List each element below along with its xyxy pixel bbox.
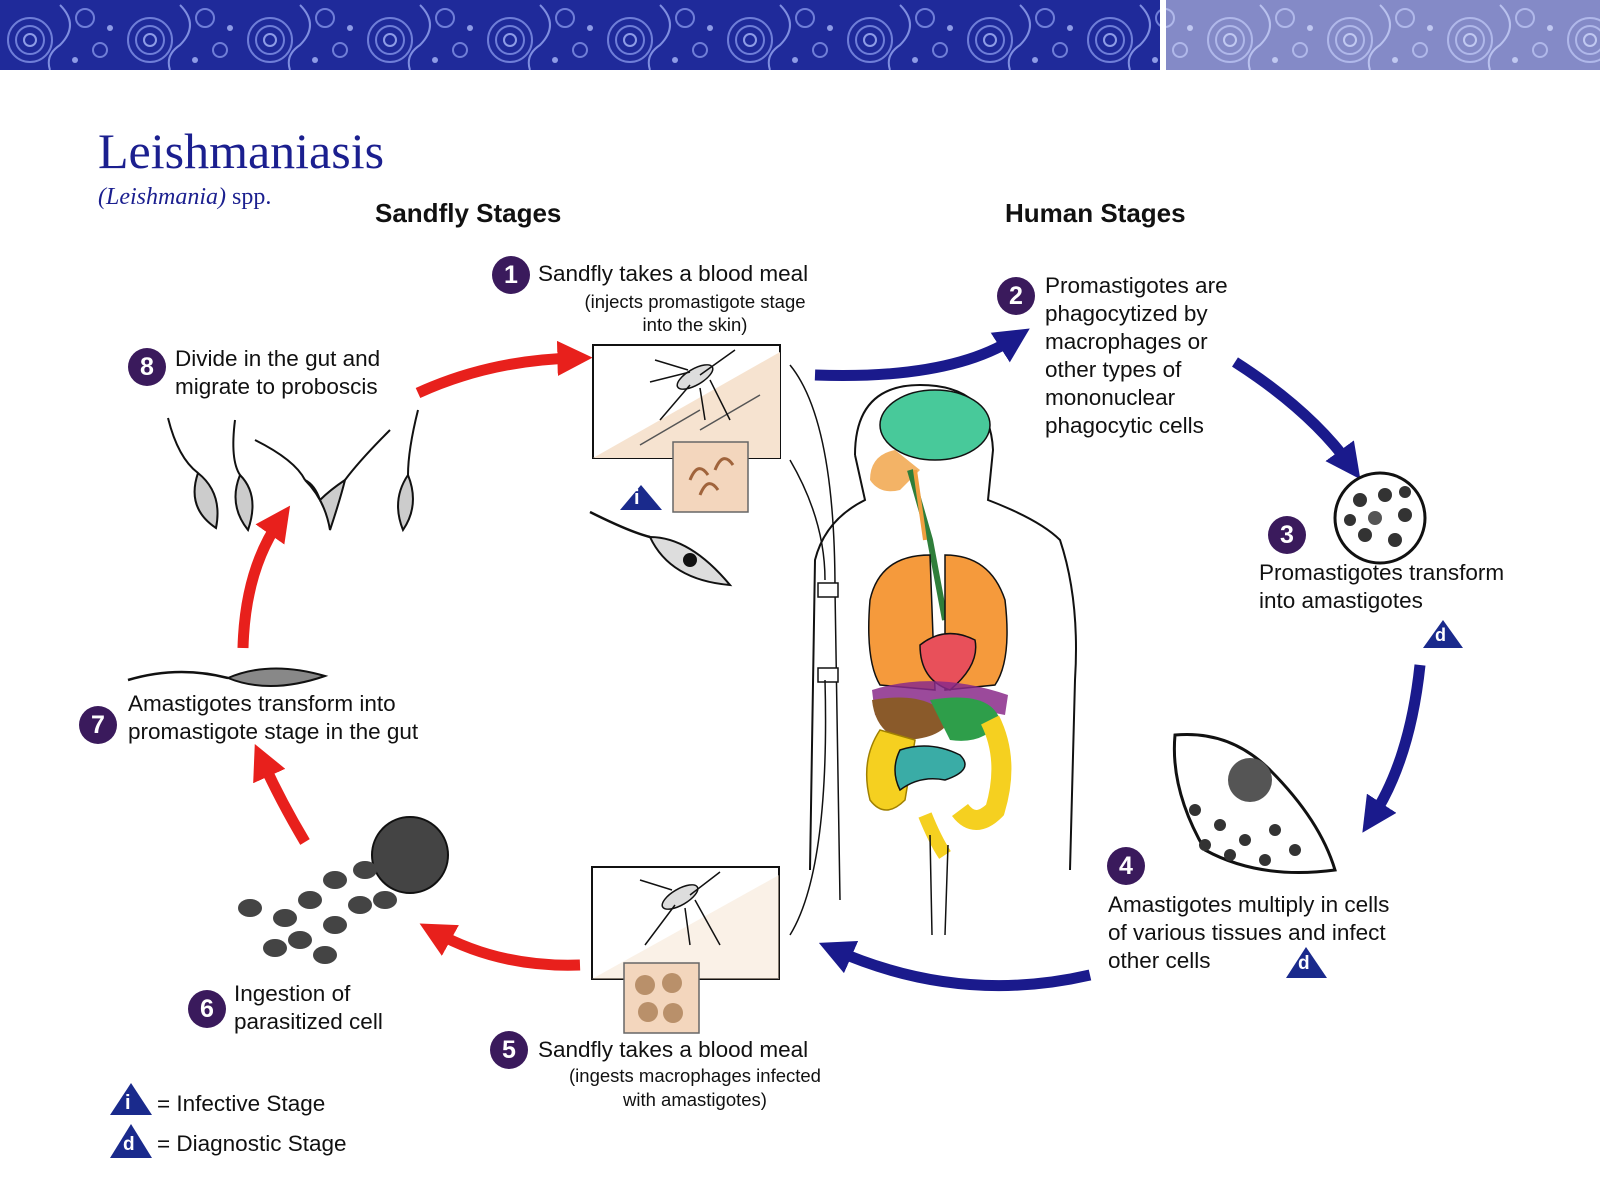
stage-4-badge: 4 <box>1107 847 1145 885</box>
stage-3-label: Promastigotes transform into amastigotes <box>1259 560 1505 613</box>
diagram-subtitle: (Leishmania) spp. <box>98 184 272 210</box>
stage-6-badge: 6 <box>188 990 226 1028</box>
stage-6-label: Ingestion of parasitized cell <box>234 981 383 1034</box>
decorative-banner <box>0 0 1600 70</box>
stage-3-badge: 3 <box>1268 516 1306 554</box>
diagnostic-stage-marker-3 <box>1423 620 1463 648</box>
stage-8-badge: 8 <box>128 348 166 386</box>
stage-1-badge: 1 <box>492 256 530 294</box>
arrow-4-to-5 <box>818 940 1092 992</box>
arrow-3-to-4 <box>1362 664 1426 833</box>
macrophage-promastigotes-cell <box>1333 471 1427 565</box>
section-sandfly-stages: Sandfly Stages <box>375 198 562 228</box>
stage-2-label: Promastigotes are phagocytized by macrop… <box>1045 273 1228 438</box>
stage-4-label: Amastigotes multiply in cells of various… <box>1108 892 1390 973</box>
gut-promastigote-drawing <box>127 667 329 688</box>
stage-2-badge: 2 <box>997 277 1035 315</box>
sandfly-feeding-inset-top <box>592 344 781 513</box>
legend-infective-triangle <box>110 1083 152 1115</box>
arrow-1-to-2 <box>814 328 1030 381</box>
stage-5-note-line1: (ingests macrophages infected <box>569 1065 821 1086</box>
arrow-6-to-7 <box>253 743 310 845</box>
diagnostic-marker-letter-3: d <box>1435 625 1446 645</box>
diagram-title: Leishmaniasis <box>98 123 385 179</box>
stage-1-label: Sandfly takes a blood meal <box>538 261 809 286</box>
legend-infective-stage: = Infective Stage <box>157 1091 326 1116</box>
arrow-8-to-1 <box>415 340 593 399</box>
stage-5-badge: 5 <box>490 1031 528 1069</box>
arrow-7-to-8 <box>237 505 291 649</box>
infective-marker-letter: i <box>634 487 640 509</box>
legend-diagnostic-triangle <box>110 1124 152 1158</box>
dividing-promastigotes-drawing <box>167 409 419 533</box>
stage-5-label: Sandfly takes a blood meal <box>538 1037 809 1062</box>
stage-7-label: Amastigotes transform into promastigote … <box>128 691 419 744</box>
infective-stage-marker <box>620 485 662 510</box>
parasitized-cell-drawing <box>238 816 449 964</box>
sandfly-feeding-inset-bottom <box>591 866 780 1034</box>
arrow-5-to-6 <box>419 923 581 971</box>
diagnostic-stage-marker-4 <box>1286 947 1327 978</box>
section-human-stages: Human Stages <box>1005 198 1186 228</box>
stage-8-label: Divide in the gut and migrate to probosc… <box>175 346 381 399</box>
legend-diagnostic-letter: d <box>123 1134 135 1155</box>
stage-1-note-line2: into the skin) <box>642 314 748 335</box>
infected-tissue-cell <box>1172 732 1337 874</box>
human-body-illustration <box>789 364 1077 936</box>
legend-infective-letter: i <box>125 1092 131 1114</box>
stage-7-badge: 7 <box>79 706 117 744</box>
arrow-2-to-3 <box>1232 357 1361 480</box>
promastigote-drawing <box>589 510 733 587</box>
stage-1-note-line1: (injects promastigote stage <box>584 291 806 312</box>
legend-diagnostic-stage: = Diagnostic Stage <box>157 1131 347 1156</box>
stage-5-note-line2: with amastigotes) <box>623 1089 767 1110</box>
diagnostic-marker-letter-4: d <box>1298 953 1310 974</box>
